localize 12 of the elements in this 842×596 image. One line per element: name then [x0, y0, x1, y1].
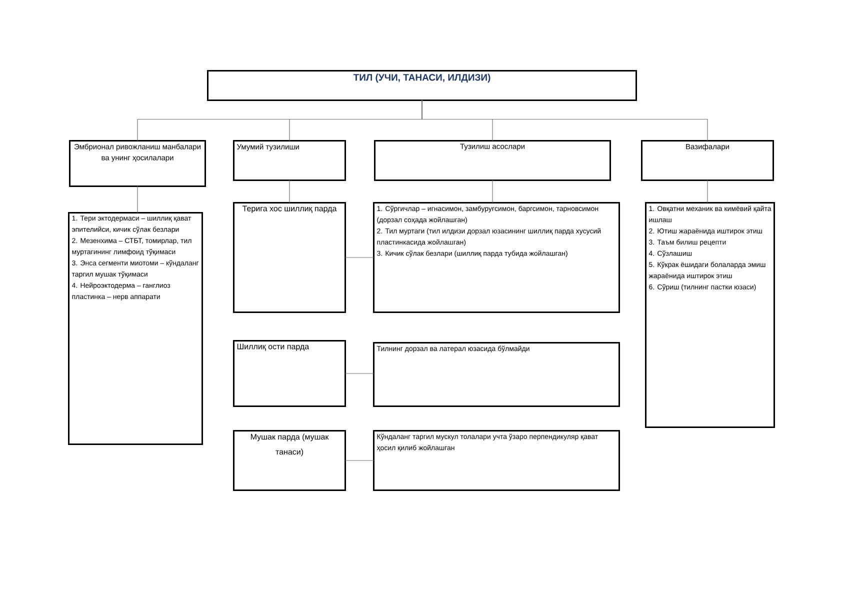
- connector-line: [137, 186, 138, 214]
- connector-line: [422, 100, 708, 142]
- connector-line: [344, 373, 374, 374]
- connector-line: [289, 180, 290, 204]
- connector-line: [492, 180, 493, 204]
- layer-box: Шиллиқ ости парда: [233, 340, 346, 407]
- layer-box: Мушак парда (мушак танаси): [233, 430, 346, 491]
- connector-line: [344, 257, 374, 258]
- connector-line: [344, 460, 374, 461]
- layer-box: Терига хос шиллиқ парда: [233, 202, 346, 313]
- title-box: ТИЛ (УЧИ, ТАНАСИ, ИЛДИЗИ): [207, 70, 637, 101]
- connector-line: [707, 180, 708, 204]
